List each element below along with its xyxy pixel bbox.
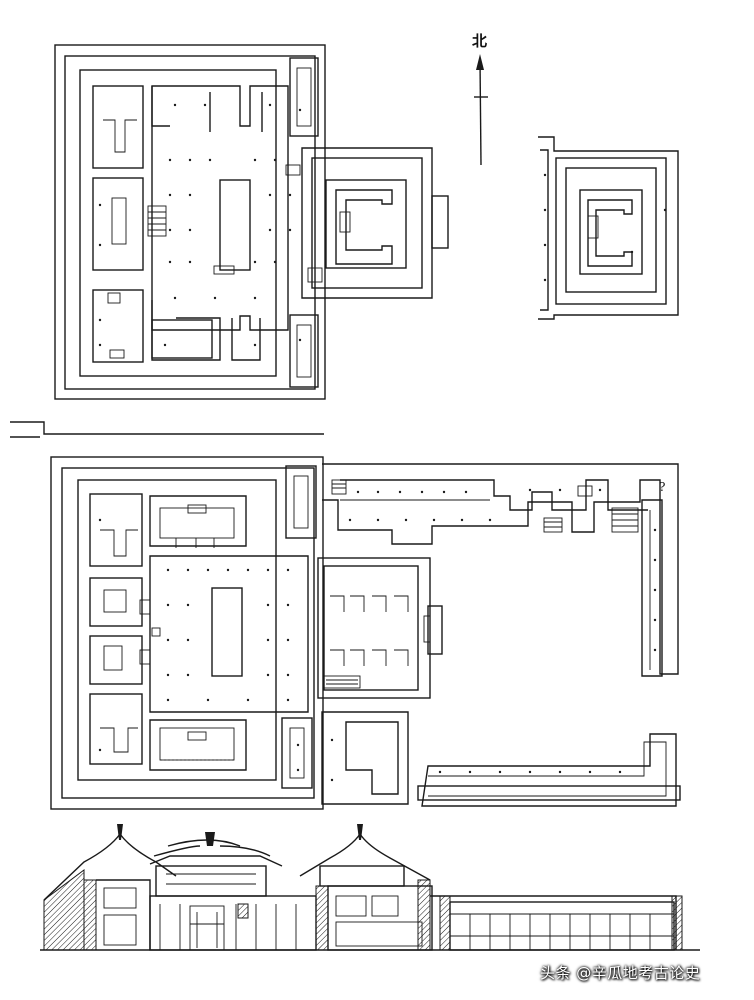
north-arrow-head-icon — [476, 54, 484, 70]
watermark-text: 头条 @辛瓜地考古论史 — [540, 964, 701, 982]
unknown-mark-label: ? — [659, 480, 666, 494]
lower-central-altar — [211, 587, 243, 677]
upper-outer-wall — [54, 44, 326, 400]
upper-central-altar — [219, 179, 251, 271]
elevation-section — [40, 824, 700, 951]
upper-central-hall — [151, 85, 289, 331]
upper-room-w — [92, 177, 144, 271]
lower-outer-wall — [50, 456, 324, 810]
upper-room-nw — [92, 85, 144, 169]
upper-stairs-west — [147, 205, 167, 237]
upper-room-sw — [92, 289, 144, 363]
lower-column-dots — [98, 488, 657, 782]
lower-plan — [50, 456, 681, 810]
upper-se-tower — [289, 314, 319, 388]
north-arrow — [474, 54, 488, 166]
upper-column-dots — [98, 103, 302, 347]
north-label: 北 — [472, 32, 488, 50]
section-divider — [10, 421, 324, 438]
upper-wall-3 — [79, 69, 277, 377]
upper-wall-2 — [64, 55, 316, 390]
upper-ne-tower — [289, 57, 319, 137]
upper-east-annex — [301, 147, 433, 299]
upper-plan — [54, 44, 449, 400]
gallery-columns — [469, 914, 651, 950]
lower-east-annex — [317, 557, 431, 699]
lower-stairs-east — [331, 479, 639, 533]
upper-right-plan — [538, 136, 679, 320]
